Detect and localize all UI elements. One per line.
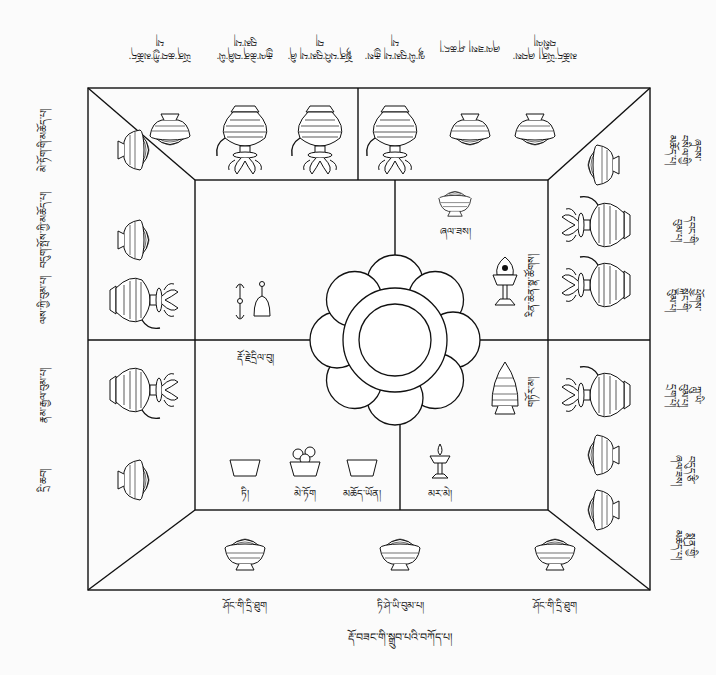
- offering-label: ཞལ་ཟས། ཤ་ཆང་།: [440, 42, 499, 55]
- vajra-and-bell: [236, 282, 270, 320]
- offering-label: ལས་ཀྱི་བུམ་པ།: [38, 276, 51, 324]
- offering-label: བདུག་སྤོས་ཀྱི་མཆོད་པ།: [38, 192, 51, 268]
- offering-label: སྨན་གྱི་མཆོད་པ།: [672, 529, 697, 561]
- offering-label: མེ་ཏོག: [294, 488, 316, 501]
- offering-label: མཆོད་ཡོན།: [343, 488, 381, 501]
- offering-label: མར་མེ།: [428, 488, 452, 501]
- offering-label: ལྷ་ཡི་བུམ་པ། རྒྱས་པ།: [362, 36, 428, 61]
- offering-label: མཆོད་ཡོན། ཞབས་བསིལ།: [512, 36, 578, 61]
- offering-label: ཏི།: [241, 488, 249, 501]
- offering-label: དྲི་ཆབ།: [38, 469, 51, 492]
- offering-label: བདུད་རྩི་ཞལ་ཟས།: [672, 454, 697, 486]
- offering-label: སྟོན་པའི་བུམ་པ། ཞི་བ།: [287, 36, 353, 61]
- mandala-frame: [88, 88, 650, 590]
- offering-label: ཏི་ཤེ་ཡི་བུམ་པ།: [377, 600, 424, 613]
- offering-label: མེ་ཏོག་གི་མཆོད་པ།: [38, 109, 51, 172]
- offering-label: རྡོ་རྗེ་དྲིལ་བུ།: [237, 352, 274, 365]
- offering-label: ཡོན་ཆབ་ཀྱི་མཆོད་པ།: [127, 36, 193, 61]
- offering-label: ཤོང་གི་དྲི་ཐུག: [533, 600, 577, 613]
- offering-label: ཀླུ་ཡི་བུམ་པ། དྲག་པོ།: [665, 379, 703, 411]
- offering-label: ཞབས་བསིལ་གྱི་མཆོད་པ།: [665, 134, 703, 166]
- lotus: [310, 255, 480, 425]
- offering-label: རྣམ་རྒྱལ་བུམ་པ།: [38, 368, 51, 423]
- caption: རྡོ་བཟང་གི་སྒྲུབ་པའི་བཀོད་པ།: [348, 631, 452, 645]
- offering-label: རྒྱལ་ཆེན་བཞི་ཡི་བུམ་པ།: [212, 36, 278, 61]
- offering-label: རིན་ཆེན་སྣ་ཚོགས།: [526, 254, 539, 317]
- offering-label: ཞལ་ཟས།: [440, 226, 471, 239]
- offering-label: གཏོར་མ།: [526, 377, 539, 407]
- offering-label: ཤོང་གི་དྲི་ཐུག: [223, 600, 267, 613]
- offering-label: ཕྱོགས་སྐྱོང་གི་བུམ་པ།: [665, 284, 703, 316]
- offering-label: དབང་གི་བུམ་པ།: [672, 214, 697, 246]
